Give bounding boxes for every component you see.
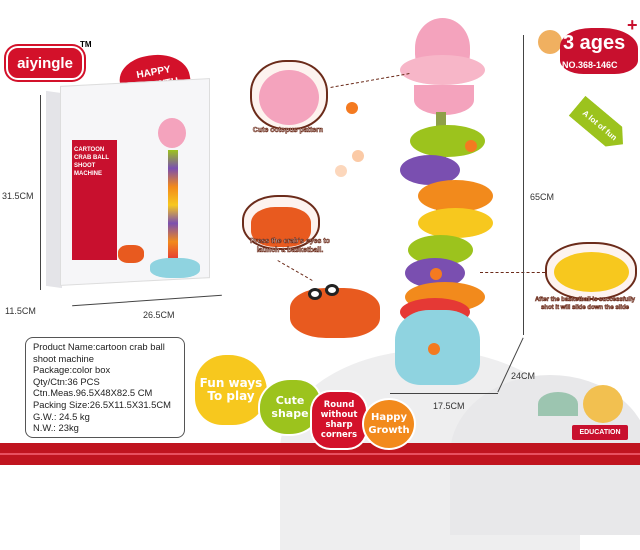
- slide-caption: After the basketball is successfully sho…: [534, 297, 636, 312]
- info-line: Qty/Ctn:36 PCS: [33, 375, 100, 387]
- crab-launcher: [290, 288, 380, 338]
- crab-callout: [242, 195, 320, 250]
- slide-callout: [545, 242, 637, 300]
- crab-eye: [308, 288, 322, 300]
- model-number: NO.368-146C: [562, 60, 618, 70]
- mountain-decoration: [538, 392, 578, 416]
- dim-toy-depth: 24CM: [511, 371, 536, 381]
- info-line: N.W.: 23kg: [33, 422, 79, 434]
- box-base: [150, 258, 200, 278]
- bottom-stripe: [0, 443, 640, 465]
- sun-icon: [538, 30, 562, 54]
- dimension-line: [72, 294, 222, 307]
- octopus-callout: [250, 60, 328, 130]
- product-info-box: Product Name:cartoon crab ball shoot mac…: [25, 337, 185, 438]
- callout-pointer: [480, 272, 545, 273]
- info-line: Product Name:cartoon crab ball shoot mac…: [33, 341, 165, 364]
- feature-round-corners: Round without sharp corners: [310, 390, 368, 450]
- dim-box-depth: 11.5CM: [5, 306, 36, 316]
- dimension-line: [390, 393, 498, 394]
- age-badge: [560, 28, 638, 74]
- lion-mascot: [583, 385, 623, 423]
- dimension-line: [523, 35, 524, 335]
- crab-eye: [325, 284, 339, 296]
- crab-caption: Press the crab's eyes to launch a basket…: [250, 238, 330, 255]
- feature-fun-ways: Fun ways To play: [195, 355, 267, 425]
- box-crab: [118, 245, 144, 263]
- octopus-caption: Cute octopus pattern: [252, 127, 324, 135]
- callout-pointer: [330, 73, 410, 88]
- info-line: Ctn.Meas.96.5X48X82.5 CM: [33, 387, 153, 399]
- dim-box-width: 26.5CM: [143, 310, 175, 320]
- box-tower: [168, 150, 178, 260]
- callout-pointer: [277, 260, 313, 281]
- trademark: TM: [80, 40, 92, 49]
- dim-toy-width: 17.5CM: [433, 401, 465, 411]
- dimension-line: [40, 95, 41, 290]
- brand-logo: aiyingle: [6, 46, 84, 80]
- box-octopus: [158, 118, 186, 148]
- age-plus: +: [627, 15, 638, 35]
- info-line: Packing Size:26.5X11.5X31.5CM: [33, 398, 171, 410]
- fun-arrow-label: A lot of fun: [581, 108, 619, 142]
- education-badge: EDUCATION: [572, 425, 628, 440]
- info-line: Package:color box: [33, 364, 111, 376]
- box-title-panel: [72, 140, 117, 260]
- age-label: 3 ages: [563, 32, 626, 54]
- dim-box-height: 31.5CM: [2, 191, 34, 201]
- dim-toy-height: 65CM: [530, 192, 555, 202]
- fun-arrow: A lot of fun: [569, 96, 632, 154]
- feature-happy-growth: Happy Growth: [362, 398, 416, 450]
- info-line: G.W.: 24.5 kg: [33, 410, 90, 422]
- box-title: CARTOON CRAB BALL SHOOT MACHINE: [74, 147, 109, 177]
